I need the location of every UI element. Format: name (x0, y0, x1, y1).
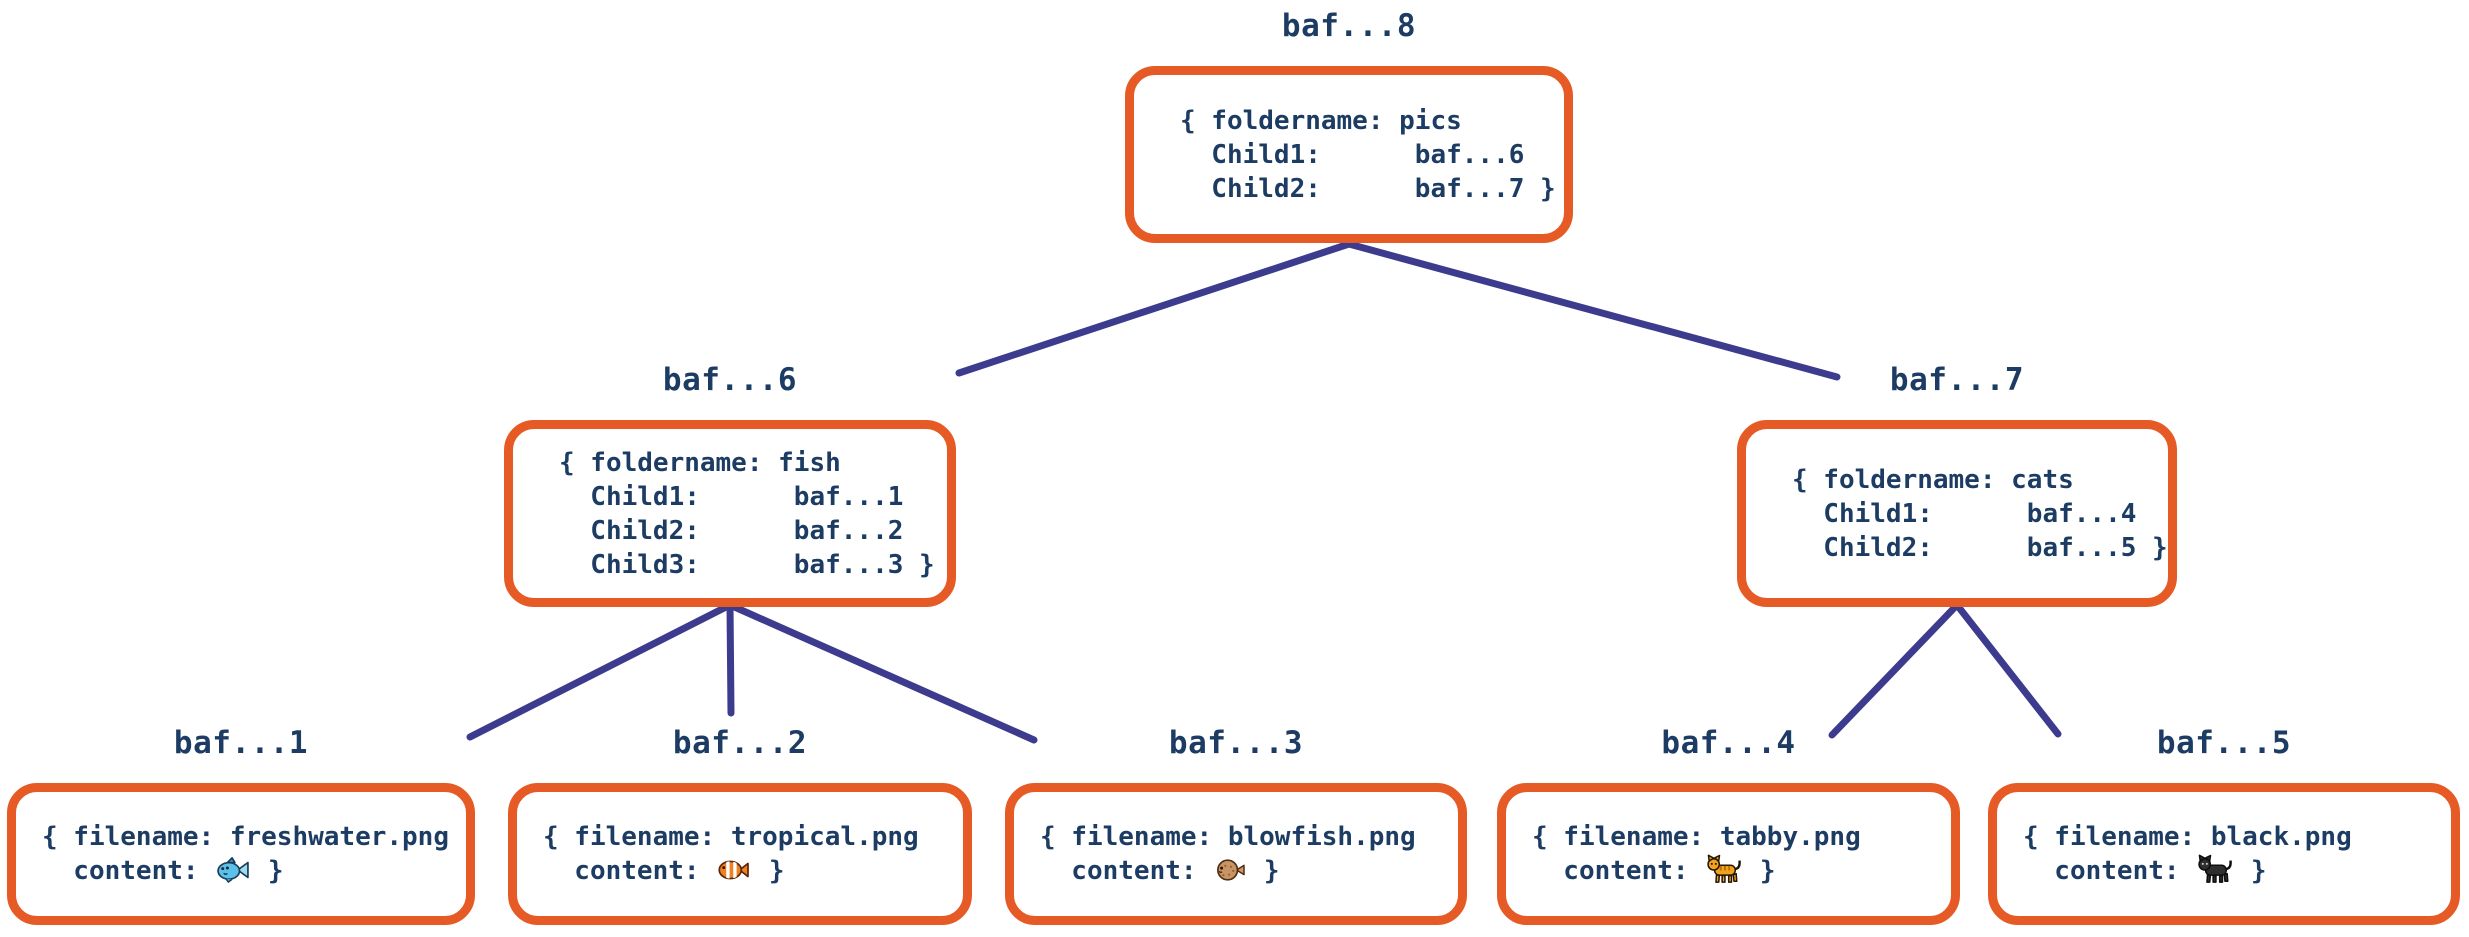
blowfish-icon (1214, 856, 1246, 884)
node-box: { filename: tropical.png content: } (508, 783, 972, 925)
node-baf8: baf...8 { foldername: pics Child1: baf..… (1125, 10, 1573, 243)
node-content: { filename: freshwater.png content: } (42, 822, 449, 886)
edge-baf8-baf6 (955, 240, 1353, 377)
node-content: { filename: black.png content: } (2023, 822, 2352, 886)
edge-baf7-baf5 (1953, 601, 2062, 738)
node-box: { filename: black.png content: } (1988, 783, 2460, 925)
black-cat-icon (2197, 854, 2233, 884)
node-box: { foldername: cats Child1: baf...4 Child… (1737, 420, 2177, 607)
node-cid-label: baf...3 (1168, 725, 1304, 761)
node-content: { filename: tabby.png content: } (1532, 822, 1861, 886)
node-content: { filename: blowfish.png content: } (1040, 822, 1416, 886)
node-cid-label: baf...7 (1889, 362, 2025, 398)
node-cid-label: baf...1 (173, 725, 309, 761)
node-cid-label: baf...6 (662, 362, 798, 398)
edge-baf7-baf4 (1828, 601, 1961, 739)
node-box: { foldername: fish Child1: baf...1 Child… (504, 420, 956, 607)
node-box: { filename: tabby.png content: } (1497, 783, 1960, 925)
edge-baf6-baf3 (726, 601, 1038, 744)
node-baf3: baf...3 { filename: blowfish.png content… (1005, 727, 1467, 925)
node-cid-label: baf...4 (1661, 725, 1796, 761)
node-content: { foldername: fish Child1: baf...1 Child… (559, 447, 935, 580)
node-baf7: baf...7 { foldername: cats Child1: baf..… (1737, 364, 2177, 607)
edge-baf6-baf2 (726, 601, 735, 717)
node-baf5: baf...5 { filename: black.png content: } (1988, 727, 2460, 925)
node-cid-label: baf...5 (2156, 725, 2292, 761)
node-cid-label: baf...2 (672, 725, 808, 761)
node-baf1: baf...1 { filename: freshwater.png conte… (7, 727, 475, 925)
node-baf2: baf...2 { filename: tropical.png content… (508, 727, 972, 925)
tabby-cat-icon (1706, 854, 1742, 884)
node-box: { filename: blowfish.png content: } (1005, 783, 1467, 925)
node-box: { foldername: pics Child1: baf...6 Child… (1125, 66, 1573, 243)
tropical-fish-icon (717, 856, 751, 884)
node-content: { foldername: cats Child1: baf...4 Child… (1792, 464, 2168, 563)
node-baf6: baf...6 { foldername: fish Child1: baf..… (504, 364, 956, 607)
node-baf4: baf...4 { filename: tabby.png content: } (1497, 727, 1960, 925)
node-content: { foldername: pics Child1: baf...6 Child… (1180, 105, 1556, 204)
node-cid-label: baf...8 (1281, 8, 1417, 44)
blue-fish-icon (216, 856, 250, 884)
node-content: { filename: tropical.png content: } (543, 822, 919, 886)
edge-baf6-baf1 (466, 601, 734, 741)
edge-baf8-baf7 (1345, 240, 1841, 381)
node-box: { filename: freshwater.png content: } (7, 783, 475, 925)
